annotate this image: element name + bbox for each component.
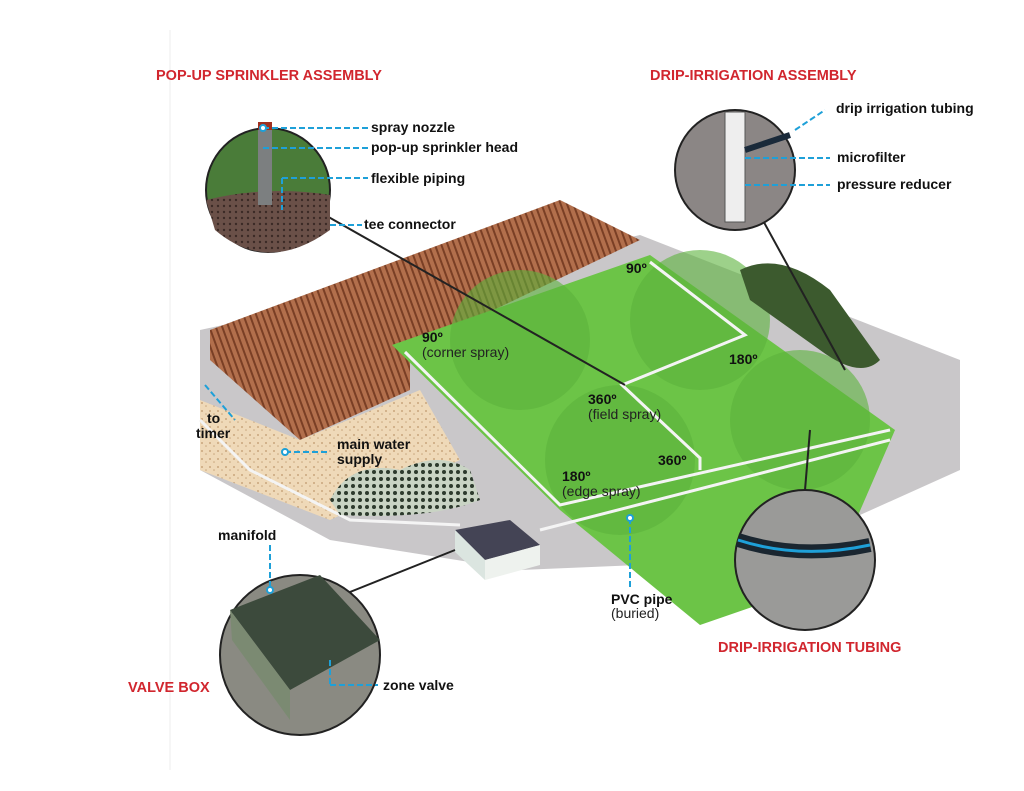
- label-spray-nozzle: spray nozzle: [371, 119, 456, 135]
- valve-box-detail-circle: [219, 574, 381, 736]
- label-pvc-pipe: PVC pipe: [611, 591, 673, 607]
- popup-assembly-title: POP-UP SPRINKLER ASSEMBLY: [156, 68, 382, 84]
- label-drip-tubing: drip irrigation tubing: [836, 100, 974, 116]
- label-microfilter: microfilter: [837, 149, 906, 165]
- label-flexible-piping: flexible piping: [371, 170, 466, 186]
- sprinkler-180-right-angle: 180º: [729, 351, 758, 367]
- callout-lines: [204, 109, 830, 686]
- sprinkler-360-field-note: (field spray): [588, 406, 662, 422]
- drip-detail-circle: [674, 109, 796, 231]
- sprinkler-360-lower-angle: 360º: [658, 452, 687, 468]
- sprinkler-180-edge-angle: 180º: [562, 468, 591, 484]
- sprinkler-90-top-angle: 90º: [626, 260, 647, 276]
- label-to: to: [207, 410, 221, 426]
- drip-shrubs: [740, 263, 880, 368]
- sprinkler-180-edge-note: (edge spray): [562, 483, 641, 499]
- wooden-deck: [210, 200, 640, 440]
- hedge: [330, 460, 480, 516]
- sprinkler-360-field-angle: 360º: [588, 391, 617, 407]
- drip-assembly-title: DRIP-IRRIGATION ASSEMBLY: [650, 68, 857, 84]
- label-tee-connector: tee connector: [364, 216, 456, 232]
- label-manifold: manifold: [218, 527, 277, 543]
- popup-detail-circle: [205, 122, 331, 253]
- label-main-water: main water: [337, 436, 411, 452]
- drip-tubing-title: DRIP-IRRIGATION TUBING: [718, 640, 902, 656]
- pvc-pipes: [198, 260, 891, 532]
- drip-tubing-detail-circle: [734, 489, 876, 631]
- sprinkler-90-corner-note: (corner spray): [422, 344, 510, 360]
- sprinkler-90-corner-angle: 90º: [422, 329, 443, 345]
- valve-box-lid: [455, 520, 540, 560]
- label-pressure-reducer: pressure reducer: [837, 176, 952, 192]
- label-pvc-buried: (buried): [611, 605, 660, 621]
- label-supply: supply: [337, 451, 383, 467]
- label-zone-valve: zone valve: [383, 677, 454, 693]
- label-timer: timer: [196, 425, 231, 441]
- label-popup-head: pop-up sprinkler head: [371, 139, 519, 155]
- valve-box-title: VALVE BOX: [128, 680, 210, 696]
